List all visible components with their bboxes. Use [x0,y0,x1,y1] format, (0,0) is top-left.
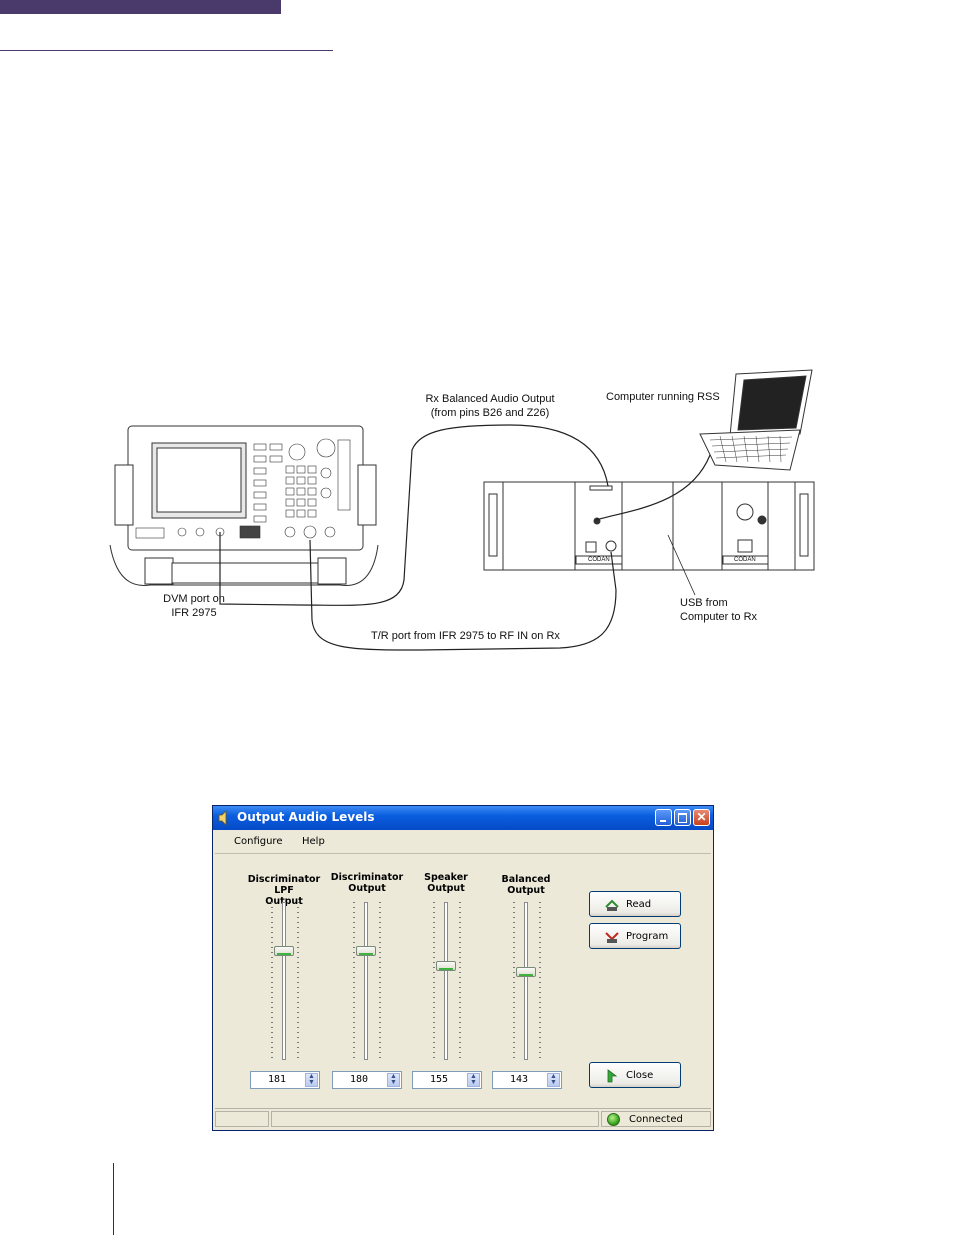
exit-arrow-icon [607,1069,618,1083]
read-icon [605,899,619,911]
menu-bar: Configure Help [215,832,711,852]
discriminator-lpf-value[interactable]: 181 [267,1074,287,1085]
balanced-slider-track [524,902,528,1060]
minimize-button[interactable] [655,809,672,826]
window-title: Output Audio Levels [237,810,375,824]
slider-ticks [539,902,541,1060]
status-pane [271,1111,599,1127]
program-icon [605,932,619,943]
receiver-rack [483,481,815,571]
close-button[interactable]: Close [589,1062,681,1088]
close-label: Close [626,1070,654,1081]
discriminator-lpf-value-spinner[interactable]: 181 ▲▼ [250,1071,320,1089]
status-pane [215,1111,269,1127]
tr-port-label: T/R port from IFR 2975 to RF IN on Rx [371,630,560,642]
balanced-slider-thumb[interactable] [516,967,536,978]
spinner-arrows-icon[interactable]: ▲▼ [467,1073,480,1087]
speaker-value[interactable]: 155 [429,1074,449,1085]
header-rule [0,50,333,51]
discriminator-lpf-slider-thumb[interactable] [274,946,294,957]
title-bar[interactable]: Output Audio Levels ✕ [213,806,713,830]
header-bar [0,0,281,14]
output-audio-levels-window: Output Audio Levels ✕ Configure Help Dis… [212,805,714,1131]
slider-ticks [379,902,381,1060]
status-bar: Connected [215,1108,711,1130]
speaker-icon [218,810,227,826]
codan-logo-left: CODAN [588,557,610,563]
discriminator-value[interactable]: 180 [349,1074,369,1085]
spinner-arrows-icon[interactable]: ▲▼ [387,1073,400,1087]
slider-ticks [433,902,435,1060]
menu-help[interactable]: Help [302,836,325,847]
status-pane [601,1111,711,1127]
close-icon: ✕ [696,810,707,824]
discriminator-slider-thumb[interactable] [356,946,376,957]
laptop-computer [699,369,813,471]
discriminator-lpf-slider-track [282,902,286,1060]
speaker-slider-thumb[interactable] [436,961,456,972]
read-button[interactable]: Read [589,891,681,917]
ifr-2975-test-set [109,425,379,586]
audio-output-label: Rx Balanced Audio Output (from pins B26 … [425,393,555,419]
discriminator-slider-track [364,902,368,1060]
close-window-button[interactable]: ✕ [693,809,710,826]
discriminator-value-spinner[interactable]: 180 ▲▼ [332,1071,402,1089]
slider-ticks [297,902,299,1060]
minimize-icon [660,820,666,822]
program-button[interactable]: Program [589,923,681,949]
speaker-slider-track [444,902,448,1060]
menu-divider [215,853,711,854]
balanced-value-spinner[interactable]: 143 ▲▼ [492,1071,562,1089]
slider-ticks [459,902,461,1060]
program-label: Program [626,931,669,942]
codan-logo-right: CODAN [734,557,756,563]
spinner-arrows-icon[interactable]: ▲▼ [305,1073,318,1087]
read-label: Read [626,899,652,910]
spinner-arrows-icon[interactable]: ▲▼ [547,1073,560,1087]
test-setup-diagram [109,369,815,651]
cables [219,424,711,651]
maximize-icon [678,813,687,823]
computer-label: Computer running RSS [606,391,720,403]
dvm-port-label: DVM port on IFR 2975 [163,593,225,619]
slider-ticks [271,902,273,1060]
maximize-button[interactable] [674,809,691,826]
menu-configure[interactable]: Configure [234,836,283,847]
usb-label: USB from Computer to Rx [680,597,758,623]
speaker-value-spinner[interactable]: 155 ▲▼ [412,1071,482,1089]
connection-status: Connected [629,1114,683,1125]
footer-rule [113,1163,114,1235]
balanced-value[interactable]: 143 [509,1074,529,1085]
slider-ticks [353,902,355,1060]
connection-status-icon [607,1113,620,1126]
discriminator-lpf-heading: Discriminator LPFOutput [247,874,321,907]
slider-ticks [513,902,515,1060]
